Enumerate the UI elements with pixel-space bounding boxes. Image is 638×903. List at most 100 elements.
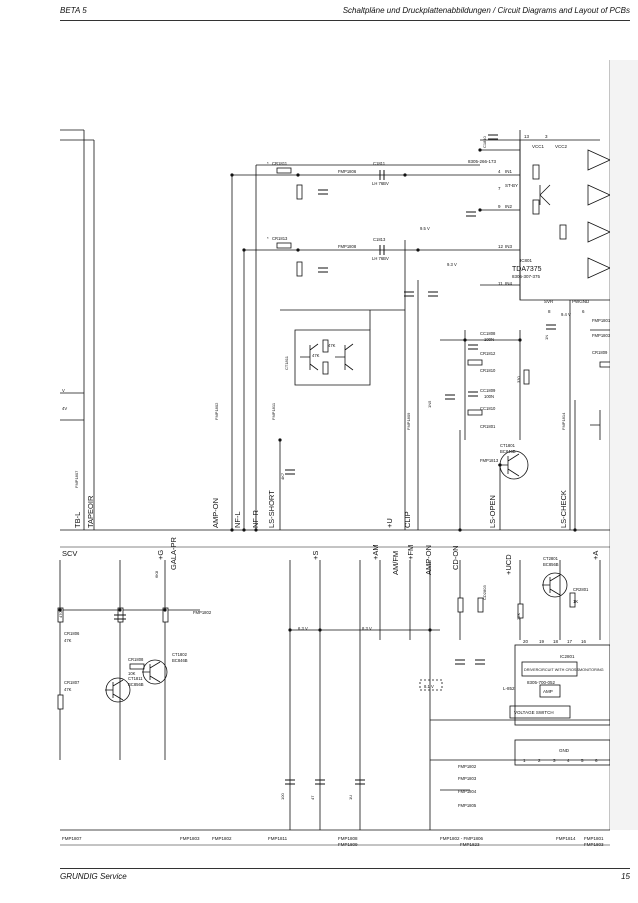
label-cp-val-470n: 470N bbox=[58, 608, 63, 618]
label-tb-l: TB-L bbox=[73, 512, 82, 528]
bottom-ref-2: FMP1803 bbox=[180, 836, 200, 841]
val-47k-2: 47K bbox=[312, 353, 320, 358]
label-cc1809: CC1809 bbox=[480, 388, 496, 393]
fmp-label-1803: FMP1803 bbox=[592, 333, 611, 338]
label-cr1807: CR1807 bbox=[64, 680, 80, 685]
fmp-label-1802: FMP1802 bbox=[193, 610, 212, 615]
ic801-pin-8: 8 bbox=[548, 309, 551, 314]
ic801-type: TDA7375 bbox=[512, 266, 542, 273]
label-c1811: C1811 bbox=[373, 161, 386, 166]
ic801-labels: IC801 TDA7375 8305-307-375 8305-266-173 … bbox=[468, 134, 590, 314]
label-gala-pr: GALA-PR bbox=[169, 536, 178, 570]
ic801-pin-12: 12 bbox=[498, 244, 504, 249]
resistors bbox=[57, 167, 615, 710]
ic801-pin-6: 6 bbox=[582, 309, 585, 314]
label-cp-val-330: 330 bbox=[516, 376, 521, 383]
fmp-label-1803b: FMP1803 bbox=[458, 776, 477, 781]
label-cr2801: CR2801 bbox=[573, 587, 589, 592]
ic2801-pin-1: 1 bbox=[523, 758, 526, 763]
fmp-label-1802c: FMP1802 bbox=[214, 402, 219, 420]
volt-4v: 4V bbox=[62, 406, 67, 411]
ic2801-block bbox=[419, 644, 611, 766]
volt-9v3: 9.3 V bbox=[447, 262, 457, 267]
bottom-references: FMP1807 FMP1803 FMP1802 FMP1811 FMP1808 … bbox=[62, 836, 604, 847]
label-bc846: BC846B bbox=[500, 449, 516, 454]
capacitors bbox=[114, 134, 556, 785]
volt-v: V bbox=[62, 388, 65, 393]
ic801-ref: IC801 bbox=[520, 258, 533, 263]
fmp-label-1805: FMP1805 bbox=[458, 803, 477, 808]
fmp-label-1814: FMP1814 bbox=[561, 412, 566, 430]
wires bbox=[59, 129, 610, 846]
transistors bbox=[105, 343, 601, 703]
label-cr1810: CR1810 bbox=[480, 368, 496, 373]
component-labels: C1811 C1813 LH 76BV LH 76BV CR1811 CR181… bbox=[62, 161, 611, 808]
val-1k: 1K bbox=[573, 599, 578, 604]
label-cr1806: CR1806 bbox=[64, 631, 80, 636]
val-47k-1: 47K bbox=[328, 343, 336, 348]
fmp-label-1813: FMP1813 bbox=[480, 458, 499, 463]
label-cd-on: CD-ON bbox=[451, 545, 460, 570]
val-100n-1: 100N bbox=[484, 337, 494, 342]
ic801-vcc1: VCC1 bbox=[532, 144, 545, 149]
label-amp-on-2: AMP-ON bbox=[424, 545, 433, 575]
ic801-block bbox=[519, 130, 611, 301]
ic2801-pin-2: 2 bbox=[538, 758, 541, 763]
label-cr1813: CR1813 bbox=[272, 236, 288, 241]
label-plus-a: +A bbox=[591, 551, 600, 560]
star-2: * bbox=[267, 236, 269, 241]
ic801-in2: IN2 bbox=[505, 204, 513, 209]
label-bc846-2: BC846B bbox=[172, 658, 188, 663]
ic2801-pin-20: 20 bbox=[523, 639, 529, 644]
ic2801-block-driver: DRIVERCIRCUIT WITH CROSSMONITORING bbox=[524, 668, 604, 672]
bottom-ref-7: FMP1802 - FMP1806 bbox=[440, 836, 484, 841]
label-cp-val-47: 47 bbox=[310, 795, 315, 800]
bottom-ref-1: FMP1807 bbox=[62, 836, 82, 841]
label-cd2803: CD2803 bbox=[482, 585, 487, 600]
label-c1813-val: LH 76BV bbox=[372, 256, 389, 261]
ic801-svr: SVR bbox=[544, 299, 554, 304]
footer-brand: GRUNDIG Service bbox=[60, 872, 127, 881]
ic2801-pin-3: 3 bbox=[553, 758, 556, 763]
label-bc856: BC856B bbox=[128, 682, 144, 687]
bottom-ref-8: FMP1823 bbox=[460, 842, 480, 847]
page-number: 15 bbox=[621, 872, 630, 881]
ic801-stby: ST-BY bbox=[505, 183, 518, 188]
fmp-label-1806: FMP1806 bbox=[338, 169, 357, 174]
label-plus-am: +AM bbox=[371, 544, 380, 560]
bottom-ref-6: FMP1809 bbox=[338, 842, 358, 847]
label-ls-check: LS-CHECK bbox=[559, 490, 568, 528]
ic2801-pin-17: 17 bbox=[567, 639, 573, 644]
label-nf-r: NF-R bbox=[251, 510, 260, 528]
ic2801-l852: L-852 bbox=[503, 686, 515, 691]
fmp-label-1809: FMP1809 bbox=[406, 412, 411, 430]
fmp-label-1807: FMP1807 bbox=[74, 470, 79, 488]
ic801-in4: IN4 bbox=[505, 281, 513, 286]
ic801-pin-7: 7 bbox=[498, 186, 501, 191]
ic2801-block-amp: AMP bbox=[543, 689, 553, 694]
ic801-pin-9: 9 bbox=[498, 204, 501, 209]
val-47k-4: 47K bbox=[64, 687, 72, 692]
label-clip: CLIP bbox=[403, 511, 412, 528]
label-plus-u: +U bbox=[385, 518, 394, 528]
bottom-ref-10: FMP1801 bbox=[584, 836, 604, 841]
val-100n-2: 100N bbox=[484, 394, 494, 399]
ic2801-pin-6: 6 bbox=[595, 758, 598, 763]
ic2801-labels: IC2801 8305-700-052 DRIVERCIRCUIT WITH C… bbox=[503, 639, 604, 763]
ic801-pin-11: 11 bbox=[498, 281, 503, 286]
volt-6v: 6.3 V bbox=[298, 626, 308, 631]
ic801-part-top: 8305-266-173 bbox=[468, 159, 497, 164]
label-scv: SCV bbox=[62, 549, 77, 558]
ic801-pwgnd: PWGND bbox=[572, 299, 590, 304]
label-cp-val-22k: 22K bbox=[516, 613, 521, 620]
ic801-pin-3: 3 bbox=[545, 134, 548, 139]
label-plus-ucd: +UCD bbox=[504, 554, 513, 575]
fmp-label-1804: FMP1804 bbox=[458, 789, 477, 794]
ic2801-pin-18: 18 bbox=[553, 639, 559, 644]
header-title: BETA 5 bbox=[60, 6, 87, 15]
label-plus-g: +G bbox=[156, 550, 165, 560]
fmp-label-1808: FMP1808 bbox=[338, 244, 357, 249]
label-cr1811: CR1811 bbox=[272, 161, 288, 166]
label-c1813: C1813 bbox=[373, 237, 386, 242]
